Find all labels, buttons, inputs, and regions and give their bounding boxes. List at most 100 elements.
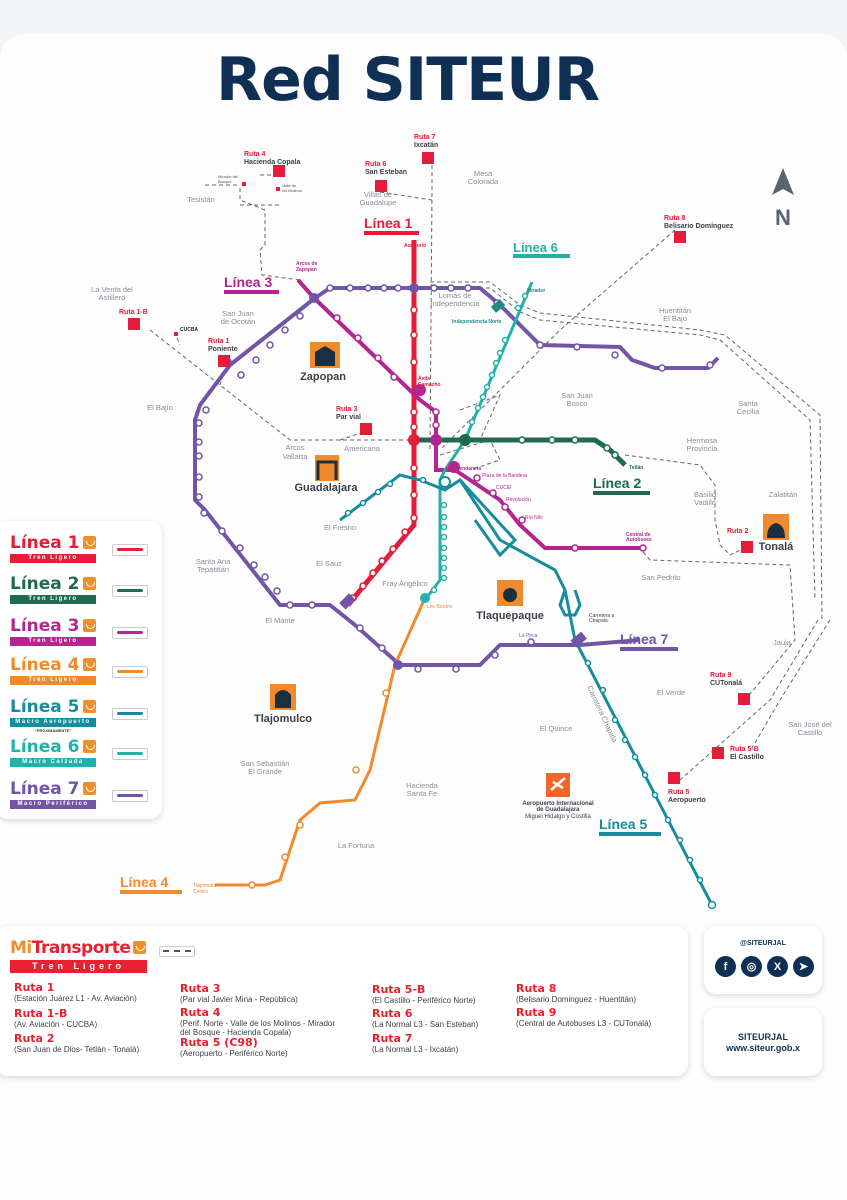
svg-text:Ruta 6: Ruta 6	[365, 161, 387, 168]
svg-text:Ruta 8: Ruta 8	[664, 215, 686, 222]
svg-text:Valle de: Valle de	[282, 183, 297, 188]
route-item-8: Ruta 8(Belisario Dominguez - Huentitán)	[516, 982, 637, 1005]
svg-text:San Juan: San Juan	[222, 309, 254, 318]
svg-text:Ruta 2: Ruta 2	[727, 528, 749, 535]
svg-text:Par vial: Par vial	[336, 414, 361, 421]
svg-text:Cecilia: Cecilia	[737, 407, 760, 416]
svg-text:Colorada: Colorada	[468, 177, 499, 186]
route-item-9: Ruta 9(Central de Autobuses L3 - CUTonal…	[516, 1006, 652, 1029]
svg-text:Río Nilo: Río Nilo	[525, 515, 543, 521]
x-icon[interactable]: X	[767, 956, 788, 977]
svg-text:Ruta 9: Ruta 9	[710, 672, 732, 679]
svg-text:Mirador del: Mirador del	[218, 174, 238, 179]
smile-icon	[82, 740, 96, 753]
facebook-icon[interactable]: f	[715, 956, 736, 977]
svg-text:San Sebastián: San Sebastián	[241, 759, 290, 768]
mi-transporte-panel: MiTransporte Tren Ligero Ruta 1(Estación…	[0, 926, 688, 1076]
legend-item-line-6: Línea 6 Macro Calzada	[10, 737, 158, 777]
svg-text:El Grande: El Grande	[248, 767, 282, 776]
social-panel: @SITEURJAL f ◎ X ➤	[704, 926, 822, 994]
line-swatch	[112, 585, 148, 597]
legend-line-sub: Tren Ligero	[10, 637, 96, 646]
legend-item-line-7: Línea 7 Macro Periférico	[10, 779, 158, 819]
legend-line-sub: Tren Ligero	[10, 554, 96, 563]
svg-text:Aeropuerto Internacional: Aeropuerto Internacional	[522, 801, 594, 807]
legend-line-name: Línea 3	[10, 616, 80, 636]
svg-text:Guadalajara: Guadalajara	[295, 482, 359, 494]
svg-text:CUCEI: CUCEI	[496, 485, 512, 491]
legend-line-note: "PRÓXIMAMENTE"	[34, 728, 72, 733]
legend-line-name: Línea 6	[10, 737, 80, 757]
svg-text:El Sauz: El Sauz	[316, 559, 342, 568]
telegram-icon[interactable]: ➤	[793, 956, 814, 977]
route-item-2: Ruta 2(San Juan de Dios- Tetlán - Tonalá…	[14, 1032, 140, 1055]
legend-line-sub: Macro Aeropuerto	[10, 718, 96, 727]
route-item-7: Ruta 7(La Normal L3 - Ixcatán)	[372, 1032, 459, 1055]
svg-text:Zapopan: Zapopan	[300, 371, 346, 383]
mi-transporte-sub: Tren Ligero	[10, 960, 147, 973]
svg-text:Mirador: Mirador	[527, 288, 545, 294]
svg-text:Arcos: Arcos	[285, 443, 304, 452]
svg-text:Independencia Norte: Independencia Norte	[452, 319, 502, 325]
svg-text:Revolución: Revolución	[506, 497, 531, 503]
line-5-path	[339, 473, 714, 906]
svg-text:San Esteban: San Esteban	[365, 169, 407, 176]
svg-text:Central de: Central de	[626, 532, 651, 538]
line-swatch	[112, 748, 148, 760]
legend-item-line-2: Línea 2 Tren Ligero	[10, 574, 158, 614]
svg-text:Poniente: Poniente	[208, 346, 238, 353]
svg-text:Villas de: Villas de	[364, 190, 392, 199]
svg-text:Chapala: Chapala	[589, 618, 608, 624]
line-2-path	[414, 437, 627, 467]
svg-text:Huentitán: Huentitán	[659, 306, 691, 315]
svg-text:Bosco: Bosco	[567, 399, 588, 408]
svg-text:Americana: Americana	[344, 444, 381, 453]
legend-line-sub: Macro Periférico	[10, 800, 96, 809]
svg-text:Tlajomulco: Tlajomulco	[254, 713, 312, 725]
svg-text:Tepatitlán: Tepatitlán	[197, 565, 229, 574]
legend-line-sub: Macro Calzada	[10, 758, 96, 767]
instagram-icon[interactable]: ◎	[741, 956, 762, 977]
svg-text:Línea 5: Línea 5	[599, 816, 647, 832]
svg-text:Ruta 5: Ruta 5	[668, 789, 690, 796]
legend-line-name: Línea 7	[10, 779, 80, 799]
website-link[interactable]: www.siteur.gob.x	[726, 1043, 800, 1053]
svg-text:Arcos de: Arcos de	[296, 261, 318, 267]
svg-text:Santa: Santa	[738, 399, 758, 408]
legend-item-line-1: Línea 1 Tren Ligero	[10, 533, 158, 573]
station-dots	[195, 284, 717, 910]
svg-text:Ruta 1-B: Ruta 1-B	[119, 309, 148, 316]
svg-text:Camacho: Camacho	[418, 382, 441, 388]
legend-line-name: Línea 1	[10, 533, 80, 553]
smile-icon	[82, 577, 96, 590]
svg-text:Línea 3: Línea 3	[224, 274, 272, 290]
line-swatch	[112, 708, 148, 720]
municipality-logos: Zapopan Guadalajara Tlaquepaque Tlajomul…	[254, 342, 794, 820]
svg-text:Ruta 1: Ruta 1	[208, 338, 230, 345]
svg-text:Ruta 7: Ruta 7	[414, 134, 436, 141]
svg-text:Tlaquepaque: Tlaquepaque	[476, 610, 544, 622]
svg-text:CUTonalá: CUTonalá	[710, 680, 742, 687]
svg-text:Provincia: Provincia	[687, 444, 719, 453]
route-item-6: Ruta 6(La Normal L3 - San Esteban)	[372, 1007, 479, 1030]
line-logos: Línea 1 Línea 3 Línea 6 Línea 2 Línea 7 …	[120, 215, 678, 894]
smile-icon	[82, 658, 96, 671]
svg-text:Lomas de: Lomas de	[439, 291, 472, 300]
svg-text:Línea 1: Línea 1	[364, 215, 412, 231]
legend-item-line-3: Línea 3 Tren Ligero	[10, 616, 158, 656]
svg-text:Ruta 4: Ruta 4	[244, 151, 266, 158]
svg-text:Basilio: Basilio	[694, 490, 716, 499]
svg-text:Mesa: Mesa	[474, 169, 493, 178]
svg-text:Hacienda Copala: Hacienda Copala	[244, 159, 301, 166]
route-item-4: Ruta 4(Perif. Norte - Valle de los Molin…	[180, 1006, 336, 1038]
svg-text:Plaza de la Bandera: Plaza de la Bandera	[482, 473, 527, 479]
svg-text:CUCBA: CUCBA	[180, 327, 198, 333]
svg-text:La Venta del: La Venta del	[91, 285, 133, 294]
smile-icon	[82, 782, 96, 795]
legend-item-line-4: Línea 4 Tren Ligero	[10, 655, 158, 695]
svg-text:Fray Angélico: Fray Angélico	[382, 579, 427, 588]
svg-text:Zalatitán: Zalatitán	[769, 490, 798, 499]
legend-line-name: Línea 5	[10, 697, 80, 717]
